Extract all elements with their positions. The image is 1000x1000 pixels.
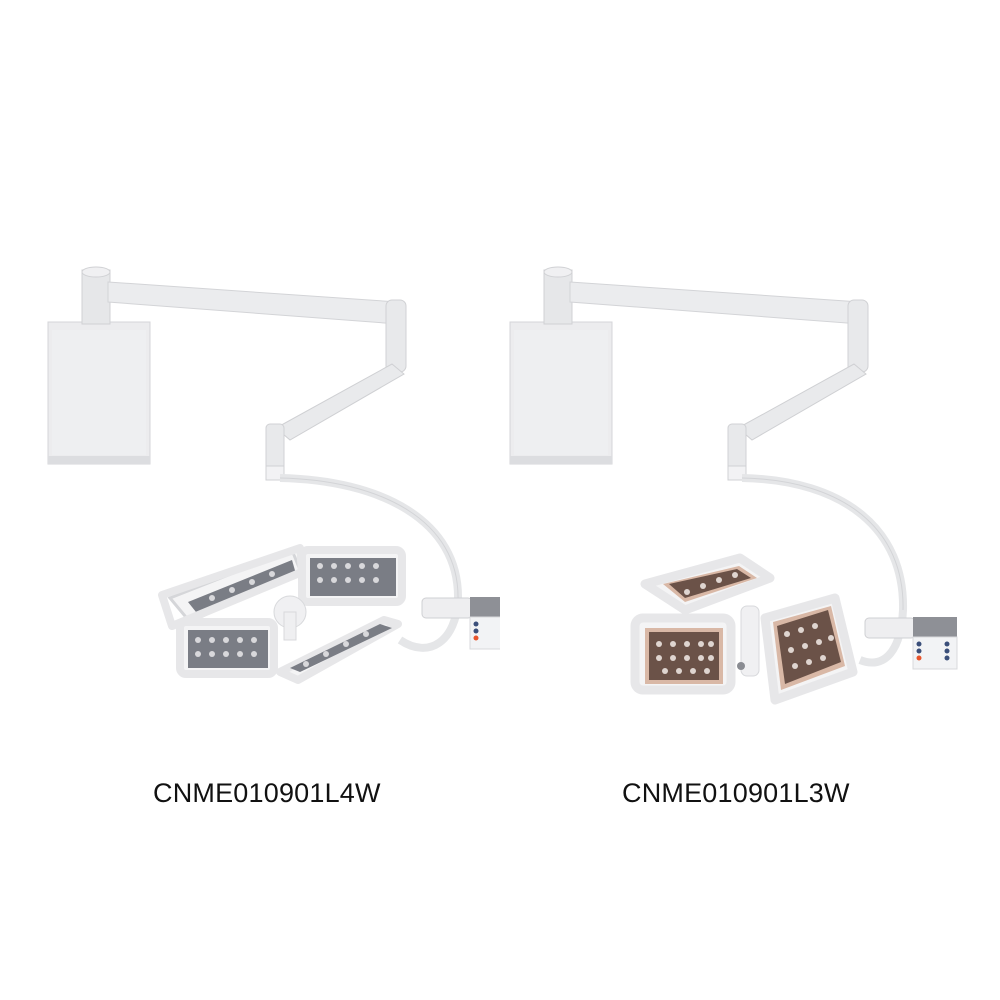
product-3-head: CNME010901L3W [465, 0, 965, 1000]
surgical-light-4-head-image [47, 266, 500, 684]
led-head-bottom-left [176, 618, 278, 678]
surgical-light-3-head-image [509, 266, 958, 705]
led-head-top [640, 553, 775, 615]
led-head-bottom-left [630, 613, 736, 695]
product-4-head: CNME010901L4W [47, 266, 500, 808]
led-head-bottom-right [760, 593, 858, 705]
product-model-label: CNME010901L4W [153, 778, 381, 808]
product-model-label: CNME010901L3W [622, 778, 850, 808]
led-head-top-right [298, 546, 406, 606]
led-head-bottom-right [276, 616, 402, 684]
